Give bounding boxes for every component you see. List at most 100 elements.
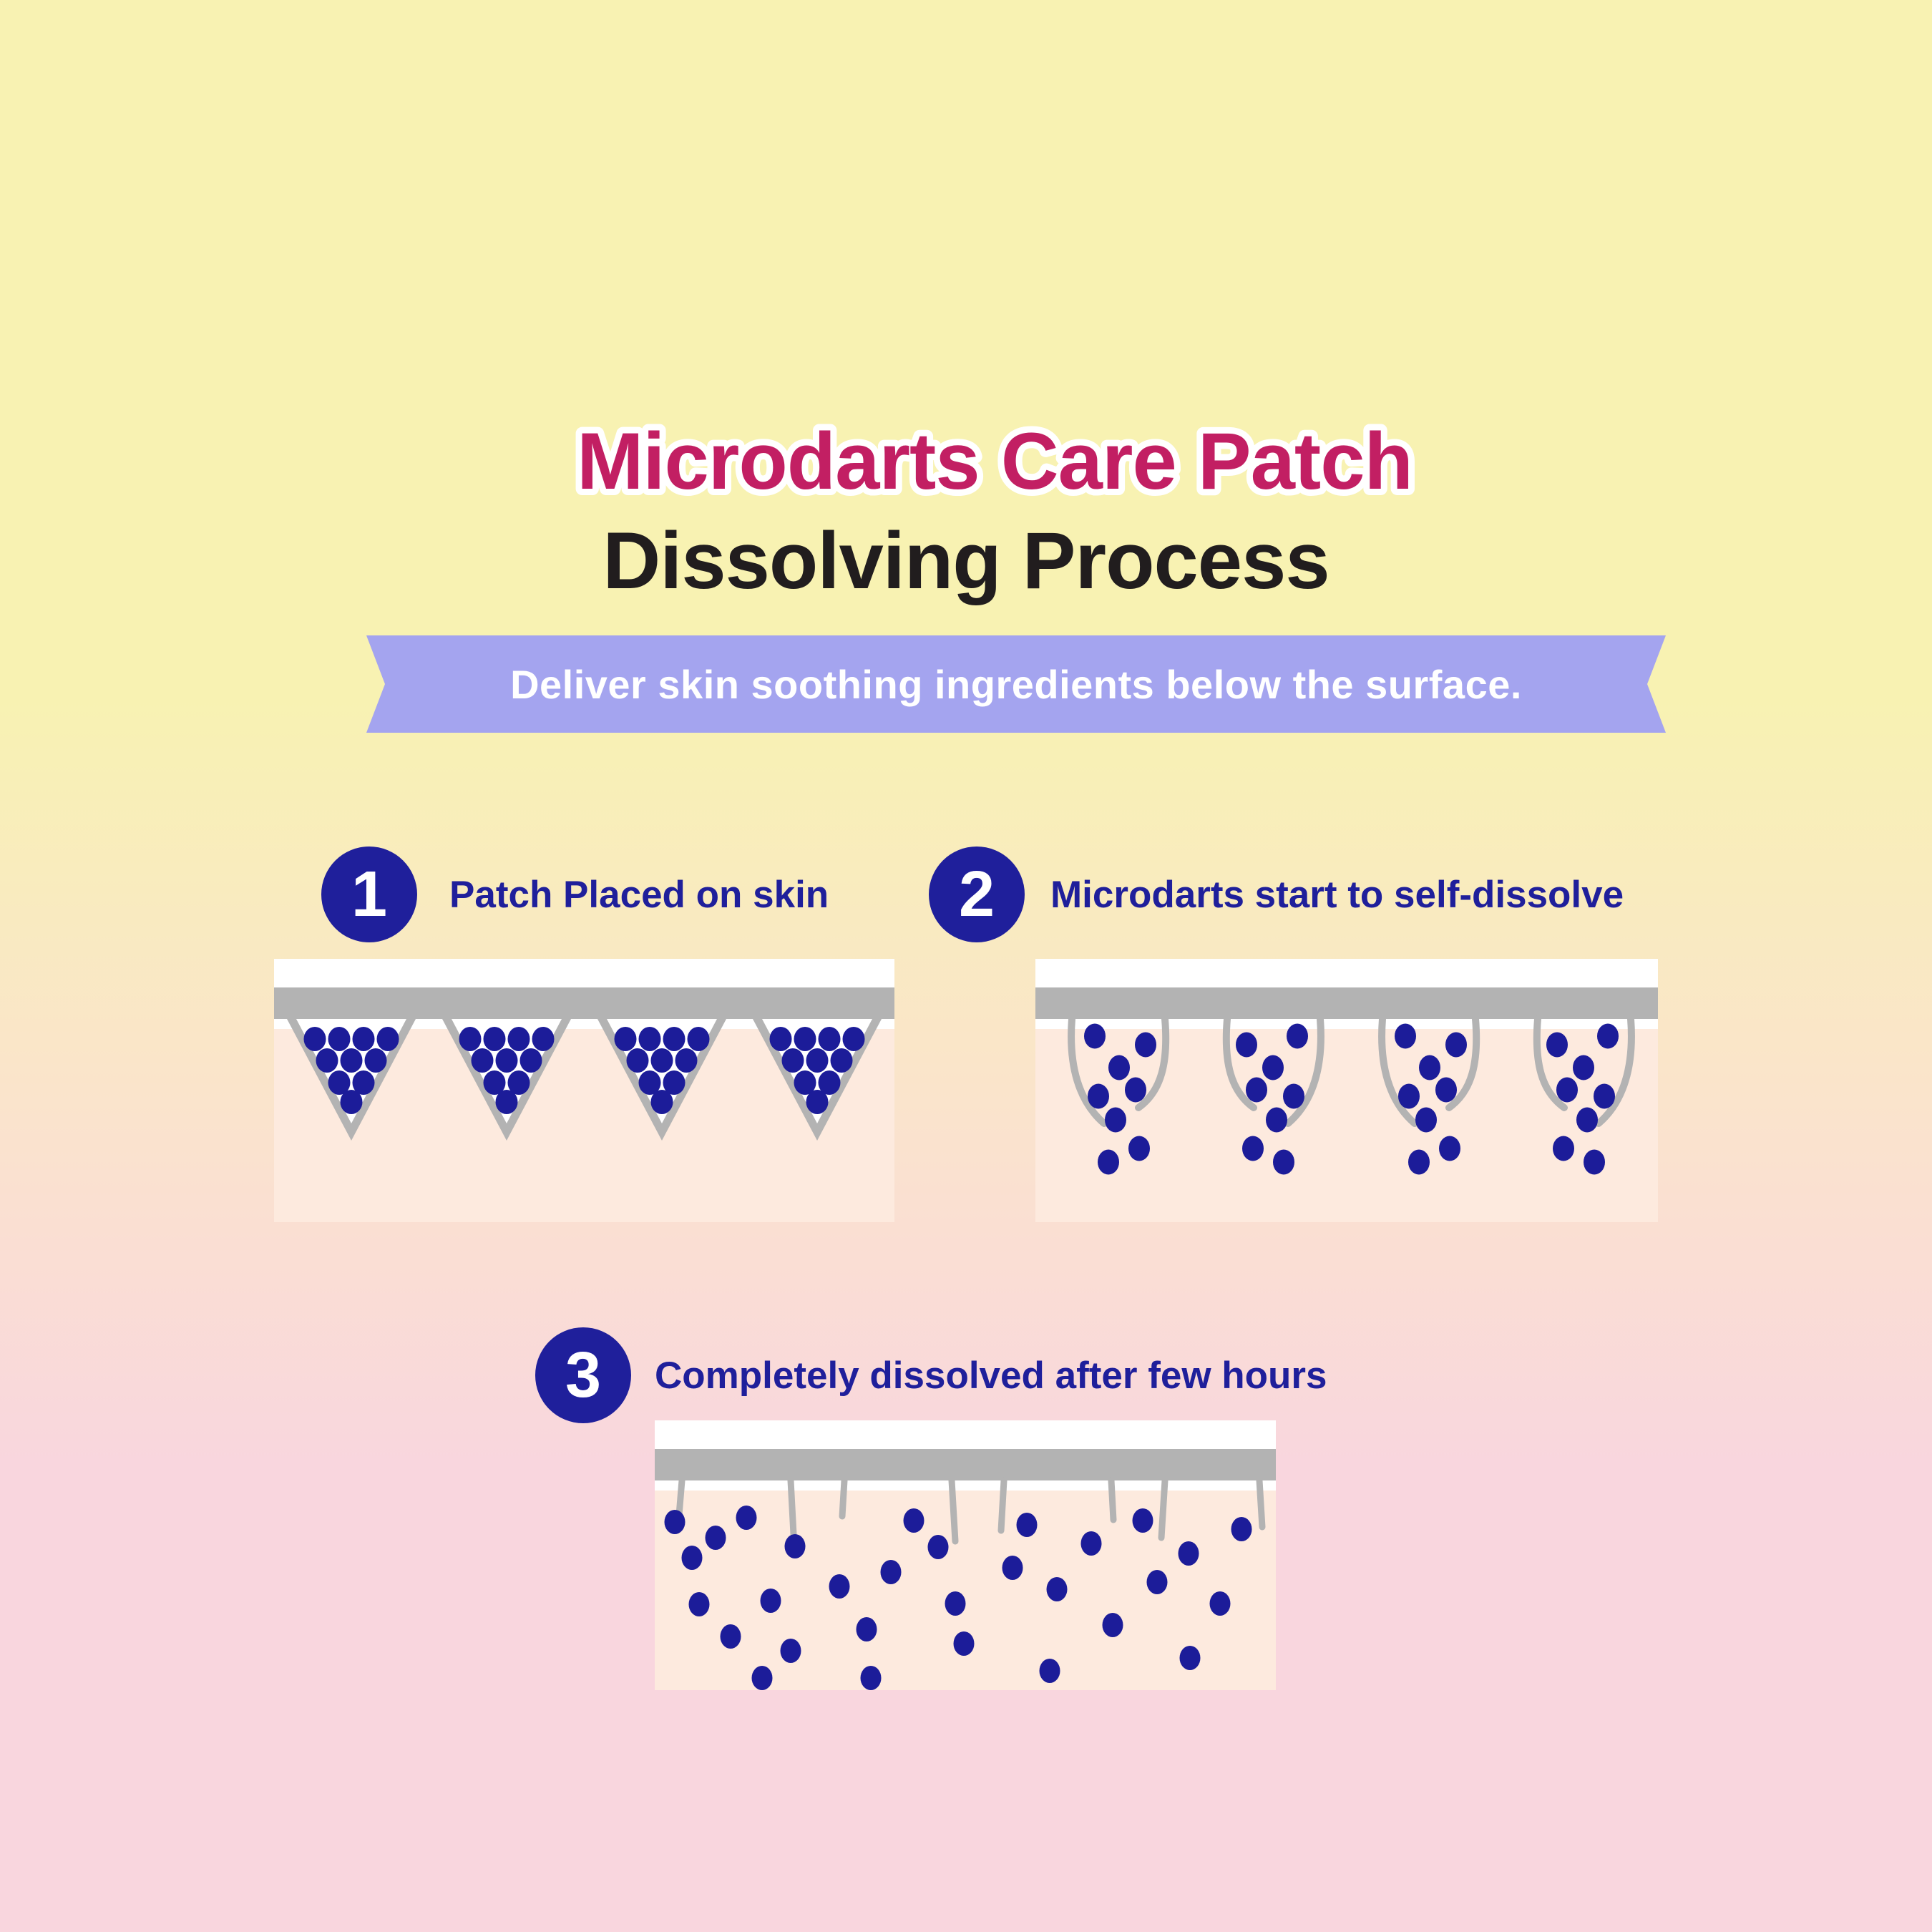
ingredient-dot bbox=[860, 1666, 882, 1690]
ingredient-dot bbox=[806, 1090, 829, 1114]
ingredient-dot bbox=[1236, 1032, 1257, 1058]
ingredient-dot bbox=[663, 1027, 686, 1051]
ingredient-dot bbox=[1084, 1023, 1106, 1049]
ingredient-dot bbox=[495, 1090, 518, 1114]
ingredient-dot bbox=[780, 1639, 801, 1663]
ingredient-dot bbox=[675, 1048, 698, 1073]
ingredient-dot bbox=[1125, 1077, 1146, 1103]
ingredient-dot bbox=[720, 1624, 741, 1649]
ingredient-dot bbox=[495, 1048, 518, 1073]
ingredient-dot bbox=[376, 1027, 399, 1051]
dart-stub bbox=[1108, 1477, 1117, 1523]
microdart-triangle bbox=[597, 1019, 726, 1141]
ingredient-dot bbox=[1594, 1083, 1615, 1109]
ingredient-dot bbox=[1146, 1570, 1168, 1594]
dart-wall-remnant bbox=[1135, 1015, 1170, 1111]
ingredient-dot bbox=[364, 1048, 387, 1073]
ingredient-dot bbox=[736, 1506, 757, 1530]
step-3-number: 3 bbox=[565, 1340, 602, 1411]
ingredient-dot bbox=[1408, 1149, 1430, 1175]
ingredient-dot bbox=[818, 1070, 841, 1095]
ingredient-dot bbox=[664, 1510, 686, 1534]
step-2-label: Microdarts start to self-dissolve bbox=[1050, 873, 1624, 916]
dart-wall-remnant bbox=[1595, 1015, 1635, 1127]
ingredient-dot bbox=[830, 1048, 853, 1073]
dart-wall-remnant bbox=[1222, 1015, 1257, 1111]
dissolving-microdart bbox=[1068, 1015, 1170, 1175]
step-1-number: 1 bbox=[351, 859, 388, 930]
ribbon-banner: Deliver skin soothing ingredients below … bbox=[366, 635, 1666, 733]
ingredient-dot bbox=[483, 1027, 506, 1051]
dissolving-microdart bbox=[1533, 1015, 1635, 1175]
dissolving-microdart bbox=[1378, 1015, 1480, 1175]
ingredient-dot bbox=[1398, 1083, 1420, 1109]
step-1-badge: 1 bbox=[321, 847, 417, 942]
ingredient-dot bbox=[1046, 1577, 1068, 1601]
ingredient-dot bbox=[1128, 1136, 1150, 1161]
ingredient-dot bbox=[794, 1070, 816, 1095]
ingredient-dot bbox=[1039, 1659, 1060, 1683]
ingredient-dot bbox=[626, 1048, 649, 1073]
dart-stub bbox=[1158, 1477, 1169, 1541]
skin-layer bbox=[1035, 1029, 1658, 1222]
ingredient-dot bbox=[303, 1027, 326, 1051]
ingredient-dot bbox=[1179, 1646, 1201, 1670]
ingredient-dot bbox=[751, 1666, 773, 1690]
dart-stub bbox=[839, 1477, 848, 1520]
step-1-label: Patch Placed on skin bbox=[449, 873, 829, 916]
dart-stub bbox=[997, 1477, 1008, 1534]
diagram-step2-darts-dissolving bbox=[1035, 959, 1658, 1222]
ingredient-dot bbox=[688, 1592, 710, 1616]
ingredient-dot bbox=[650, 1090, 673, 1114]
step-3-badge: 3 bbox=[535, 1327, 631, 1423]
ingredient-dot bbox=[1080, 1531, 1102, 1556]
dart-wall-remnant bbox=[1378, 1015, 1418, 1127]
ingredient-dot bbox=[760, 1589, 781, 1613]
step-3-label: Completely dissolved after few hours bbox=[655, 1354, 1327, 1397]
patch-adhesive-layer bbox=[1035, 987, 1658, 1019]
ingredient-dot bbox=[1016, 1513, 1038, 1537]
ingredient-dot bbox=[352, 1070, 375, 1095]
ingredient-dot bbox=[1105, 1107, 1126, 1133]
ingredient-dot bbox=[1556, 1077, 1578, 1103]
page-title-sub: Dissolving Process bbox=[602, 515, 1330, 605]
ingredient-dot bbox=[681, 1546, 703, 1570]
ingredient-dot bbox=[818, 1027, 841, 1051]
microdart-triangle bbox=[287, 1019, 416, 1141]
diagram-step1-patch-on-skin bbox=[274, 959, 894, 1222]
ingredient-dot bbox=[340, 1090, 363, 1114]
ingredient-dot bbox=[1262, 1055, 1284, 1080]
ingredient-dot bbox=[705, 1526, 726, 1550]
ingredient-dot bbox=[1287, 1023, 1308, 1049]
ingredient-dot bbox=[1246, 1077, 1267, 1103]
ingredient-dot bbox=[903, 1508, 924, 1533]
dart-wall-remnant bbox=[1533, 1015, 1568, 1111]
step-2-badge: 2 bbox=[929, 847, 1025, 942]
ingredient-dot bbox=[507, 1027, 530, 1051]
ingredient-dot bbox=[614, 1027, 637, 1051]
microdart-triangle bbox=[753, 1019, 882, 1141]
ribbon-text: Deliver skin soothing ingredients below … bbox=[510, 661, 1522, 707]
ingredient-dot bbox=[1435, 1077, 1457, 1103]
ingredient-dot bbox=[650, 1048, 673, 1073]
ingredient-dot bbox=[1135, 1032, 1156, 1058]
ingredient-dot bbox=[471, 1048, 494, 1073]
patch-adhesive-layer bbox=[655, 1449, 1276, 1480]
ingredient-dot bbox=[1553, 1136, 1574, 1161]
ingredient-dot bbox=[532, 1027, 555, 1051]
ingredient-dot bbox=[1209, 1591, 1231, 1616]
ingredient-dot bbox=[781, 1048, 804, 1073]
ingredient-dot bbox=[1088, 1083, 1109, 1109]
ingredient-dot bbox=[1102, 1613, 1123, 1637]
ingredient-dot bbox=[1597, 1023, 1619, 1049]
ingredient-dot bbox=[1576, 1107, 1598, 1133]
ingredient-dot bbox=[638, 1070, 661, 1095]
ingredient-dot bbox=[1445, 1032, 1467, 1058]
dissolving-microdart bbox=[1222, 1015, 1324, 1175]
ingredient-dot bbox=[483, 1070, 506, 1095]
page-title-line1: Microdarts Care Patch bbox=[577, 416, 1413, 506]
page-title-accent: Microdarts Care Patch bbox=[570, 410, 1420, 512]
ingredient-dot bbox=[769, 1027, 792, 1051]
ingredient-dot bbox=[663, 1070, 686, 1095]
dissolved-dart-remnants bbox=[675, 1477, 1266, 1545]
